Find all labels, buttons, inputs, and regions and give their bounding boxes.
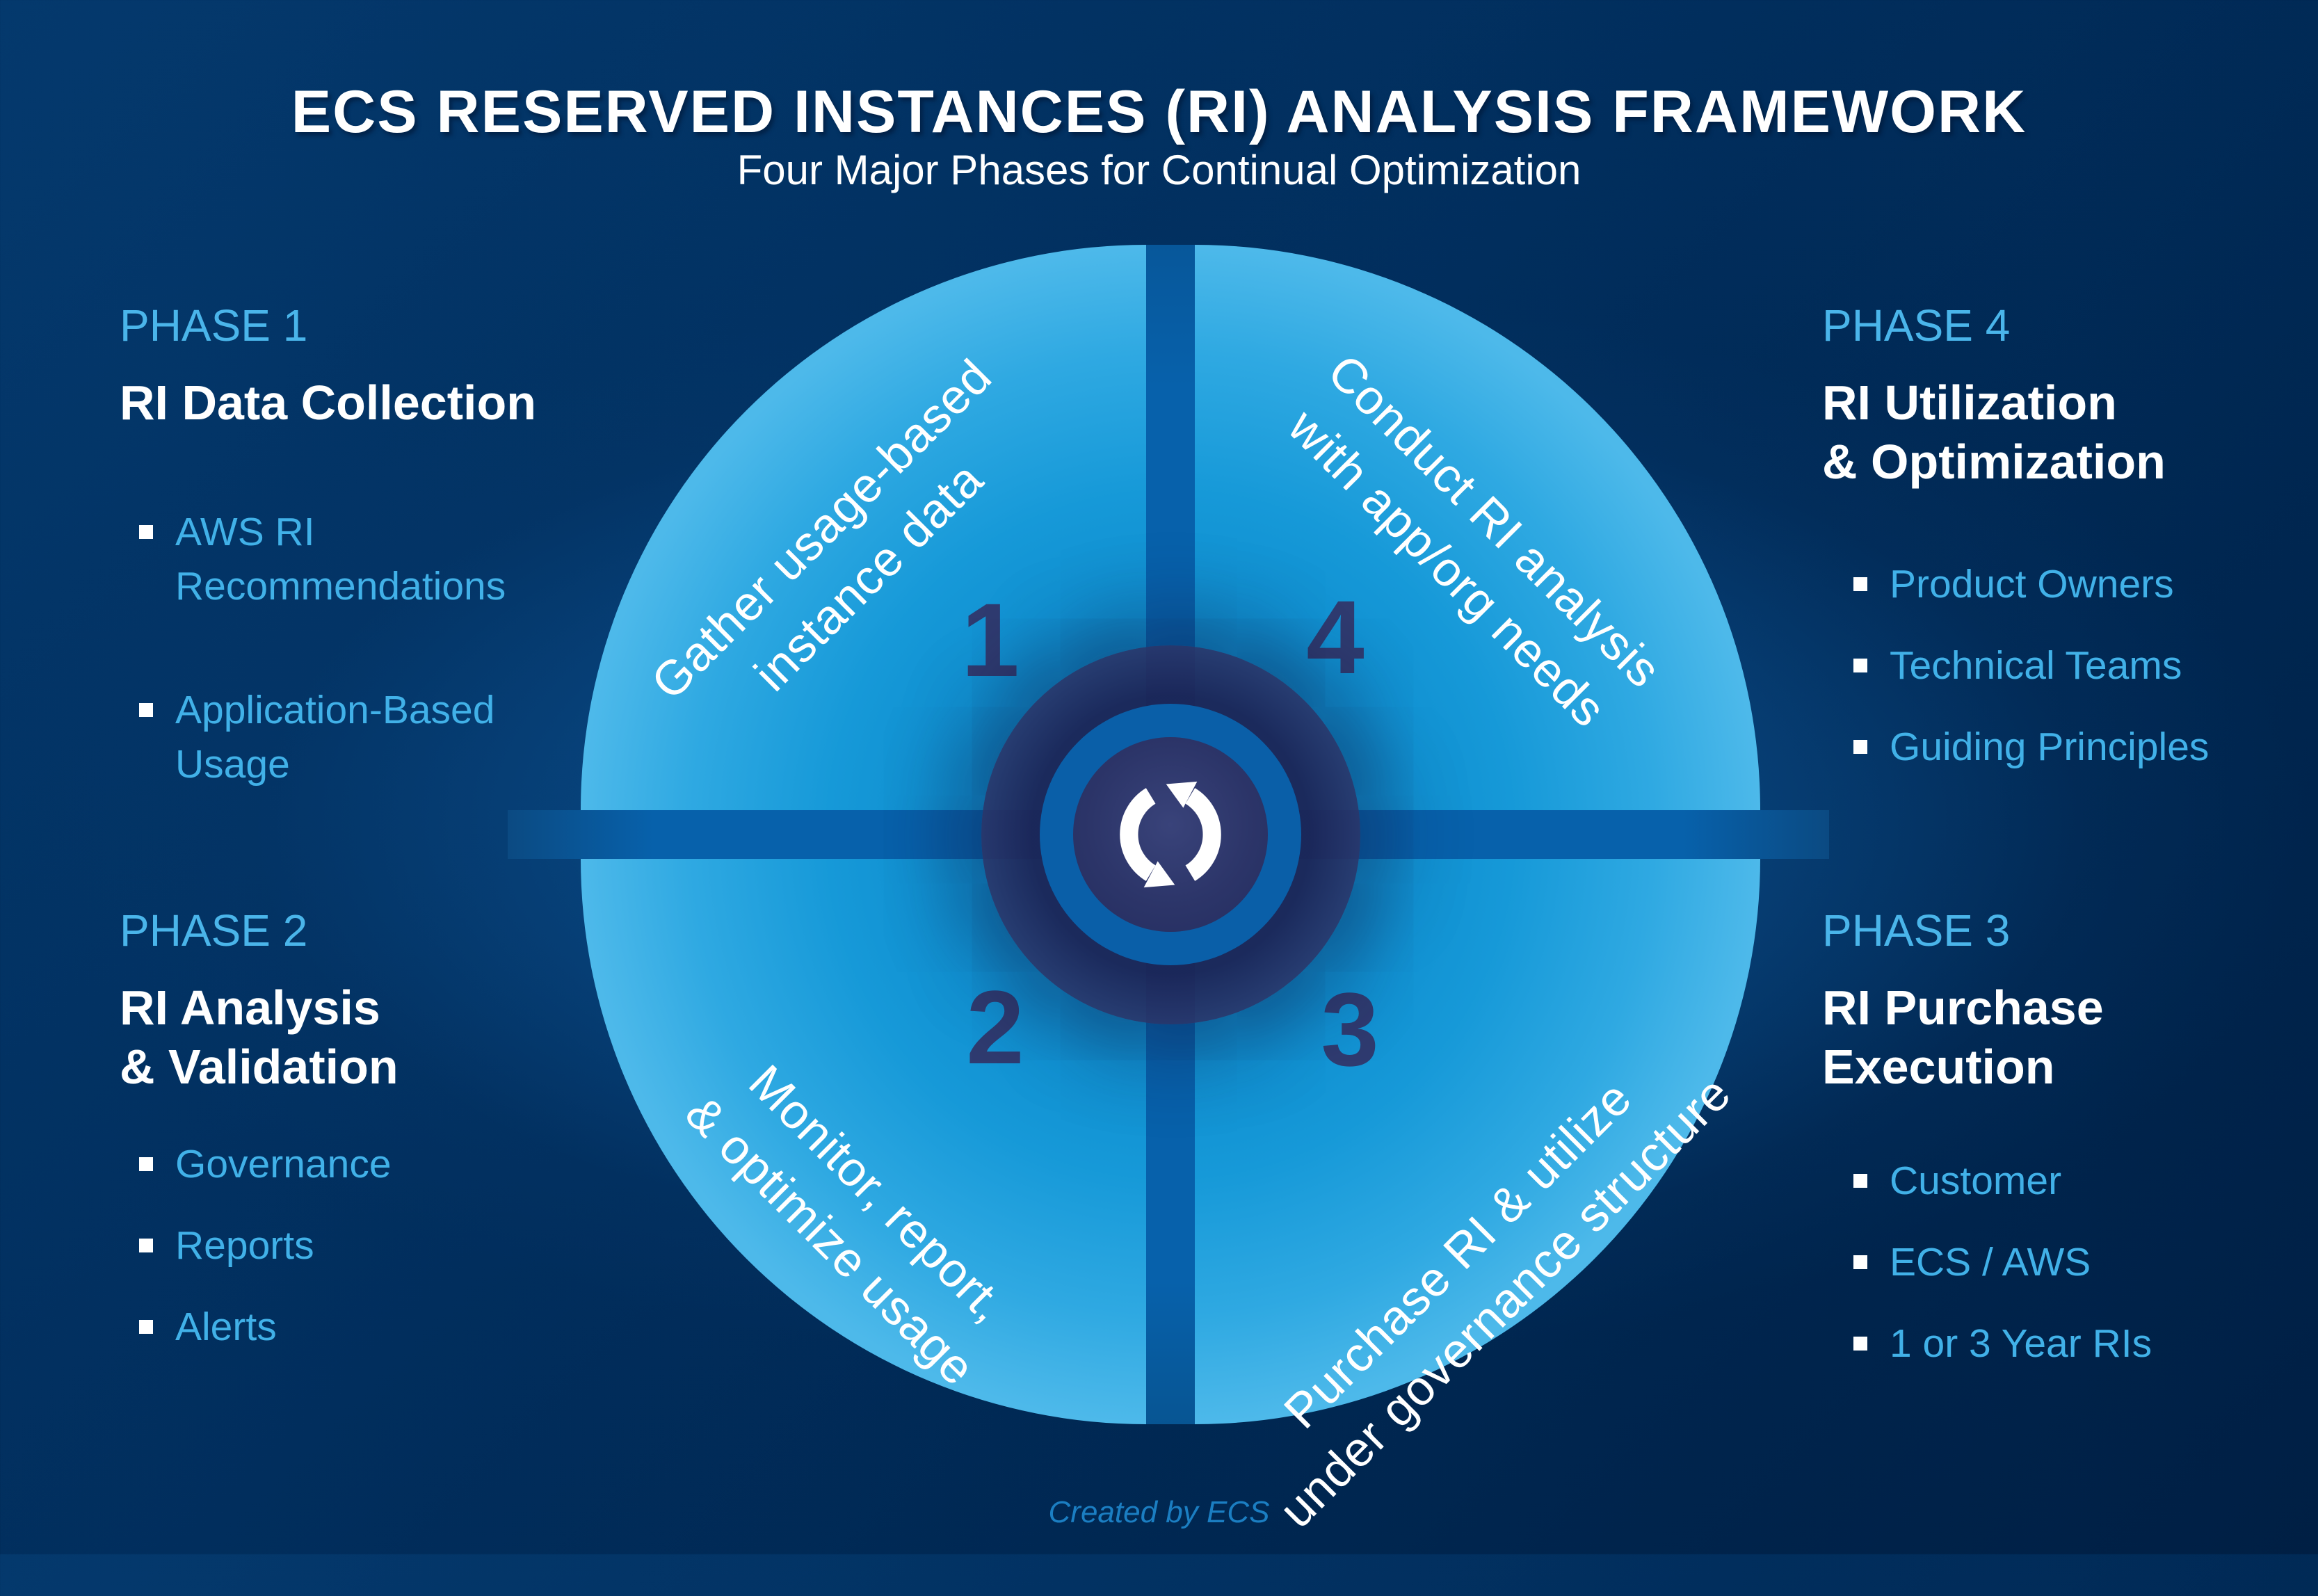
phase-label: PHASE 4 xyxy=(1822,300,2011,350)
bullet-square-icon xyxy=(1853,739,1867,754)
bullet-square-icon xyxy=(1853,1336,1867,1351)
phase-heading: RI Analysis & Validation xyxy=(120,978,551,1097)
bullet-item: ECS / AWS xyxy=(1822,1235,2312,1289)
phase-panel-1: PHASE 1 RI Data Collection AWS RI Recomm… xyxy=(120,299,551,861)
bullet-item: Guiding Principles xyxy=(1822,720,2312,774)
phase-heading-line: Execution xyxy=(1822,1040,2055,1095)
bullet-item: 1 or 3 Year RIs xyxy=(1822,1316,2312,1371)
bullet-square-icon xyxy=(139,1319,153,1334)
bullet-text: Application-Based Usage xyxy=(175,688,495,787)
footer-credit: Created by ECS xyxy=(1048,1495,1270,1529)
phase-label: PHASE 2 xyxy=(120,905,308,956)
bullet-square-icon xyxy=(139,1156,153,1171)
page-subtitle: Four Major Phases for Continual Optimiza… xyxy=(737,147,1581,193)
bullet-item: Governance xyxy=(120,1137,551,1191)
bullet-square-icon xyxy=(1853,1173,1867,1188)
phase-panel-4: PHASE 4 RI Utilization & Optimization Pr… xyxy=(1822,299,2312,801)
bullet-item: Reports xyxy=(120,1218,551,1273)
bullet-text: Alerts xyxy=(175,1304,277,1349)
bullet-item: Customer xyxy=(1822,1154,2312,1208)
phase-bullet-list: Governance Reports Alerts xyxy=(120,1137,551,1354)
bullet-text: AWS RI Recommendations xyxy=(175,510,506,609)
bullet-square-icon xyxy=(1853,1255,1867,1269)
bullet-text: 1 or 3 Year RIs xyxy=(1890,1321,2152,1366)
bullet-square-icon xyxy=(1853,577,1867,591)
bullet-text: Technical Teams xyxy=(1890,643,2182,688)
phase-heading-line: & Optimization xyxy=(1822,435,2166,490)
bullet-item: AWS RI Recommendations xyxy=(120,505,551,613)
bullet-item: Alerts xyxy=(120,1300,551,1354)
bullet-square-icon xyxy=(139,525,153,540)
quadrant-number-3: 3 xyxy=(1321,971,1379,1088)
phase-panel-3: PHASE 3 RI Purchase Execution Customer E… xyxy=(1822,904,2312,1398)
quadrant-number-2: 2 xyxy=(966,969,1024,1086)
quadrant-number-1: 1 xyxy=(961,581,1020,698)
center-hub-core xyxy=(1073,737,1268,932)
bullet-item: Technical Teams xyxy=(1822,638,2312,693)
phase-heading-line: RI Utilization xyxy=(1822,376,2117,430)
bullet-text: Governance xyxy=(175,1141,392,1186)
bullet-text: Customer xyxy=(1890,1158,2062,1203)
phase-bullet-list: AWS RI Recommendations Application-Based… xyxy=(120,505,551,791)
phase-heading-line: & Validation xyxy=(120,1040,399,1095)
phase-heading: RI Data Collection xyxy=(120,373,551,433)
phase-heading: RI Utilization & Optimization xyxy=(1822,373,2312,492)
phase-bullet-list: Customer ECS / AWS 1 or 3 Year RIs xyxy=(1822,1154,2312,1371)
phase-heading-line: RI Data Collection xyxy=(120,376,536,430)
bullet-square-icon xyxy=(139,1238,153,1252)
phase-heading-line: RI Analysis xyxy=(120,981,380,1035)
bullet-text: ECS / AWS xyxy=(1890,1239,2091,1284)
phase-label: PHASE 3 xyxy=(1822,905,2011,956)
bullet-item: Product Owners xyxy=(1822,557,2312,611)
bullet-text: Reports xyxy=(175,1223,314,1268)
bullet-item: Application-Based Usage xyxy=(120,683,551,791)
phase-panel-2: PHASE 2 RI Analysis & Validation Governa… xyxy=(120,904,551,1381)
page-title: ECS RESERVED INSTANCES (RI) ANALYSIS FRA… xyxy=(291,79,2027,145)
bullet-square-icon xyxy=(1853,658,1867,672)
bullet-text: Guiding Principles xyxy=(1890,724,2210,769)
bullet-text: Product Owners xyxy=(1890,561,2174,606)
phase-label: PHASE 1 xyxy=(120,300,308,350)
quadrant-number-4: 4 xyxy=(1306,579,1365,695)
phase-bullet-list: Product Owners Technical Teams Guiding P… xyxy=(1822,557,2312,774)
bullet-square-icon xyxy=(139,703,153,718)
cycle-arrows-icon xyxy=(1120,781,1221,888)
phase-heading: RI Purchase Execution xyxy=(1822,978,2312,1097)
phase-heading-line: RI Purchase xyxy=(1822,981,2104,1035)
